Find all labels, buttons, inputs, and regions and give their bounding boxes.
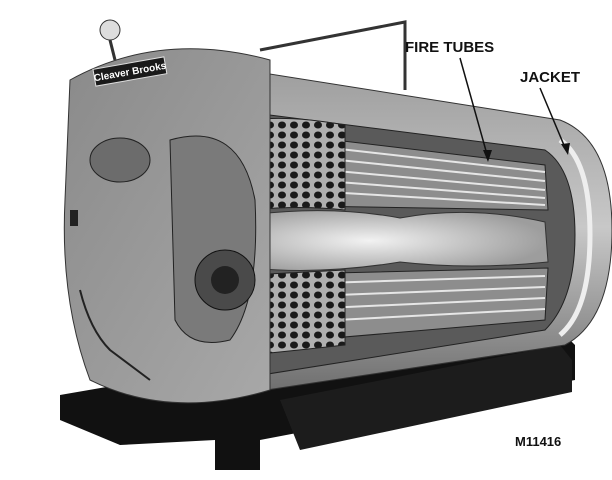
fire-tubes-callout: FIRE TUBES <box>405 39 494 162</box>
jacket-label: JACKET <box>520 69 580 86</box>
top-piping <box>259 20 407 90</box>
blower-motor <box>89 137 151 183</box>
jacket-callout: JACKET <box>520 69 580 155</box>
furnace-flame <box>249 210 549 271</box>
figure-id: M11416 <box>515 434 561 449</box>
fire-tubes-label: FIRE TUBES <box>405 39 494 56</box>
pressure-gauge <box>99 19 121 41</box>
jacket <box>558 137 593 337</box>
front-head: Cleaver Brooks <box>63 19 271 404</box>
base-skids <box>60 330 575 470</box>
